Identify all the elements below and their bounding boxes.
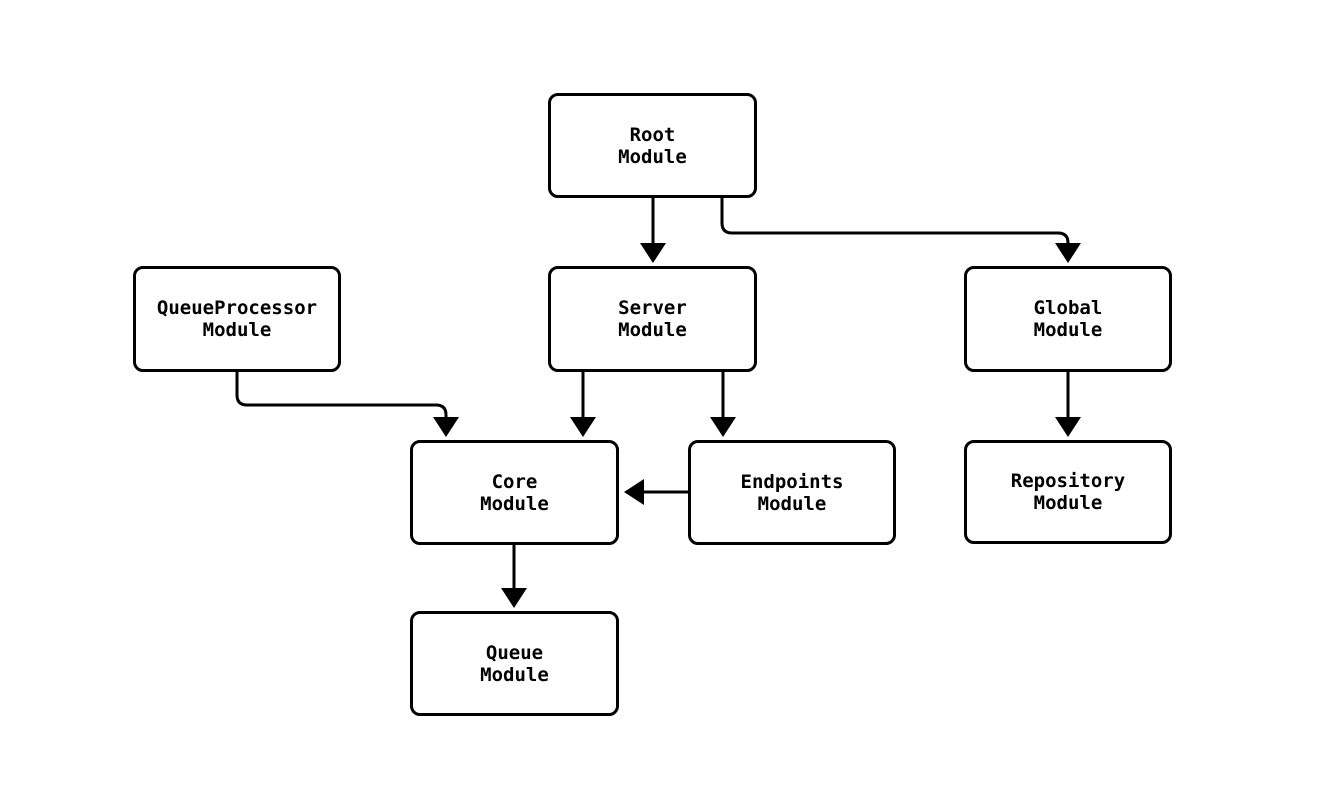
node-label-line: Module: [202, 319, 272, 341]
node-label-line: Module: [480, 663, 549, 686]
node-label-line: Module: [1033, 492, 1103, 514]
edge-queueprocessor-module-to-core-module: [235, 372, 459, 437]
node-label-line: QueueProcessor: [156, 297, 318, 319]
node-label-line: Root: [629, 123, 676, 146]
node-repository-module: Repository Module: [964, 440, 1172, 544]
node-core-module: Core Module: [410, 440, 619, 545]
node-label-line: Core: [491, 470, 538, 493]
edge-root-module-to-global-module: [720, 198, 1081, 263]
node-global-module: Global Module: [964, 266, 1172, 372]
node-label-line: Server: [618, 297, 687, 319]
node-endpoints-module: Endpoints Module: [688, 440, 896, 545]
node-label-line: Module: [618, 319, 687, 341]
node-label-line: Repository: [1010, 470, 1126, 492]
node-label-line: Queue: [485, 641, 544, 664]
node-label-line: Endpoints: [740, 470, 844, 493]
node-label-line: Module: [757, 492, 827, 515]
node-label-line: Module: [480, 492, 549, 515]
node-label-line: Module: [618, 145, 687, 168]
node-label-line: Global: [1033, 297, 1103, 319]
node-root-module: Root Module: [548, 93, 757, 198]
node-server-module: Server Module: [548, 266, 757, 372]
node-queue-module: Queue Module: [410, 611, 619, 716]
node-queueprocessor-module: QueueProcessor Module: [133, 266, 341, 372]
node-label-line: Module: [1033, 319, 1103, 341]
